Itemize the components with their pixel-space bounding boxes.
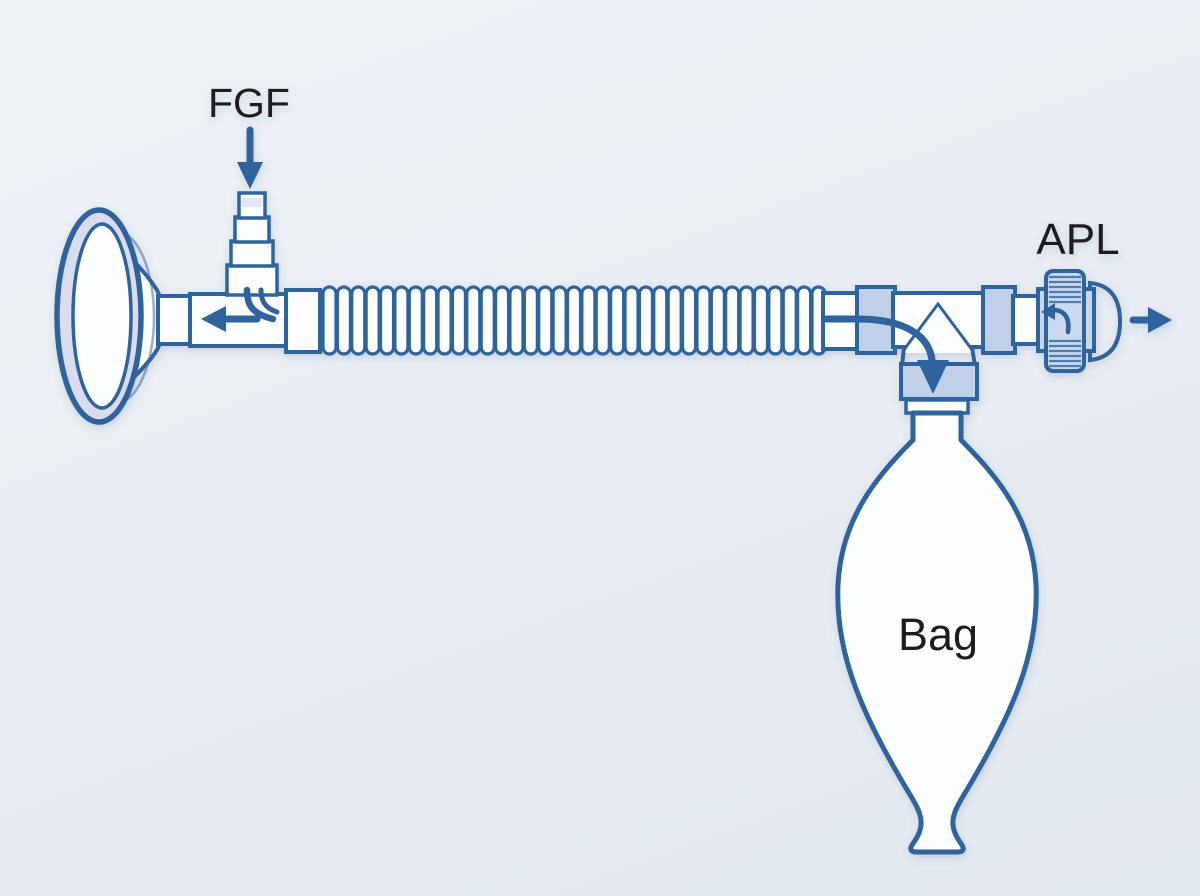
tube-ridge	[551, 285, 568, 356]
to-bag-flow-arrow-head	[917, 360, 949, 394]
tube-ridge	[637, 285, 655, 356]
tube-ridge	[652, 285, 669, 356]
to-mask-flow-arrow-head	[201, 306, 226, 332]
to-bag-flow-arrow-stem	[822, 315, 936, 364]
tube-ridge	[479, 285, 496, 356]
fgf-inlet-segment-2	[233, 215, 271, 244]
tube-ridge	[594, 285, 611, 356]
apl-end-dome	[1088, 280, 1123, 363]
apl-knob-rotate-icon	[1041, 303, 1071, 335]
tube-ridge	[407, 285, 424, 356]
tube-ridge	[436, 285, 453, 356]
fgf-inlet-segment-3	[229, 239, 275, 268]
tube-ridge	[781, 285, 798, 356]
tube-ridge	[422, 285, 439, 356]
face-mask	[54, 207, 194, 425]
tube-ridge	[609, 285, 626, 356]
mask-port	[156, 294, 194, 346]
tube-ridge	[493, 285, 511, 356]
apl-valve	[981, 269, 1123, 373]
tube-ridge	[565, 285, 583, 356]
tube-ridge	[752, 285, 770, 356]
apl-knob-rotate-arc	[1050, 307, 1071, 335]
left-connector-sleeve	[284, 288, 322, 354]
to-bag-flow-arrow	[822, 315, 949, 394]
tube-ridge	[666, 285, 683, 356]
mask-rim-inner	[71, 222, 133, 410]
bag-label: Bag	[898, 609, 978, 660]
tube-ridge	[580, 285, 597, 356]
tube-ridge	[465, 285, 482, 356]
tube-ridge	[393, 285, 410, 356]
fgf-inlet-collar	[225, 263, 279, 297]
tube-ridge	[522, 285, 539, 356]
tube-ridge	[695, 285, 712, 356]
tube-ridge	[709, 285, 726, 356]
corrugated-tube	[321, 285, 827, 356]
tube-ridge	[738, 285, 755, 356]
apl-knurl-ribs	[1049, 275, 1081, 368]
apl-exhaust-arrow	[1129, 307, 1172, 333]
apl-exhaust-arrow-head	[1148, 307, 1172, 333]
tube-ridge	[321, 285, 338, 356]
fgf-label: FGF	[208, 80, 290, 126]
tube-ridge	[796, 285, 813, 356]
tube-ridge	[623, 285, 640, 356]
tube-ridge	[350, 285, 367, 356]
tube-ridge	[364, 285, 381, 356]
tube-ridge	[537, 285, 554, 356]
tube-ridge	[378, 285, 396, 356]
tube-ridge	[767, 285, 784, 356]
connector-band-right	[981, 285, 1017, 355]
fgf-inlet	[225, 191, 280, 323]
bag-tpiece	[821, 285, 987, 415]
fgf-inner-tube-outer	[243, 286, 277, 323]
fgf-inflow-arrow-head	[237, 162, 263, 189]
apl-label: APL	[1036, 215, 1119, 264]
tube-ridge	[335, 285, 352, 356]
tube-ridge	[724, 285, 741, 356]
tube-ridge	[508, 285, 525, 356]
fgf-inner-tube-inner	[258, 287, 280, 315]
reservoir-bag	[835, 410, 1039, 855]
tube-ridge	[680, 285, 698, 356]
fgf-inlet-shade	[242, 198, 262, 207]
apl-knob-rotate-head	[1041, 303, 1055, 320]
tube-ridge	[450, 285, 468, 356]
fgf-inflow-arrow	[237, 126, 263, 189]
to-mask-flow-arrow	[201, 306, 261, 332]
